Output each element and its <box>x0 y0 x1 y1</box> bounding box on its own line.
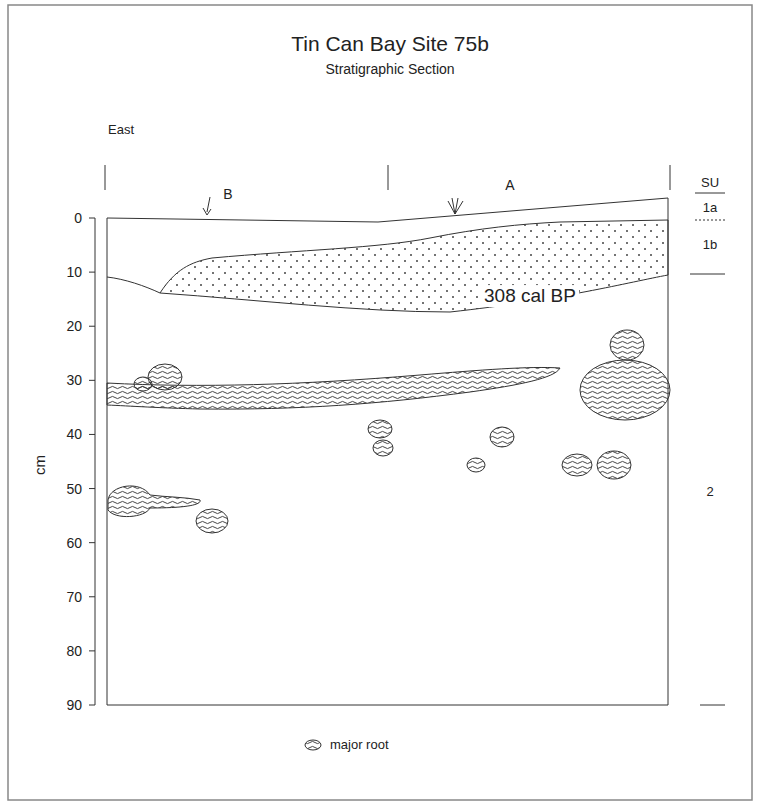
depth-tick: 40 <box>66 426 82 442</box>
profile-label: B <box>223 186 232 202</box>
figure-title: Tin Can Bay Site 75b <box>291 32 489 56</box>
depth-tick: 60 <box>66 535 82 551</box>
depth-tick: 80 <box>66 643 82 659</box>
depth-tick: 20 <box>66 318 82 334</box>
profile-label: A <box>505 177 514 193</box>
date-label: 308 cal BP <box>481 285 579 307</box>
surface-markers <box>203 197 463 215</box>
depth-tick: 30 <box>66 372 82 388</box>
sand-lens <box>160 220 668 312</box>
su-number: 1a <box>703 201 717 216</box>
depth-tick: 70 <box>66 589 82 605</box>
major-roots <box>107 330 670 750</box>
grid-ticks <box>105 165 670 190</box>
frame <box>8 5 752 800</box>
su-boundaries <box>690 193 725 705</box>
su-heading: SU <box>701 176 719 191</box>
su-number: 2 <box>706 485 713 500</box>
subtitle: Stratigraphic Section <box>325 61 454 77</box>
depth-axis <box>89 218 95 705</box>
depth-tick: 90 <box>66 697 82 713</box>
depth-tick: 10 <box>66 264 82 280</box>
depth-tick: 0 <box>74 210 82 226</box>
su-number: 1b <box>703 238 717 253</box>
direction-label: East <box>108 123 134 138</box>
legend-text: major root <box>330 738 389 753</box>
section-outline <box>107 198 668 705</box>
depth-tick: 50 <box>66 481 82 497</box>
axis-unit: cm <box>31 455 48 475</box>
